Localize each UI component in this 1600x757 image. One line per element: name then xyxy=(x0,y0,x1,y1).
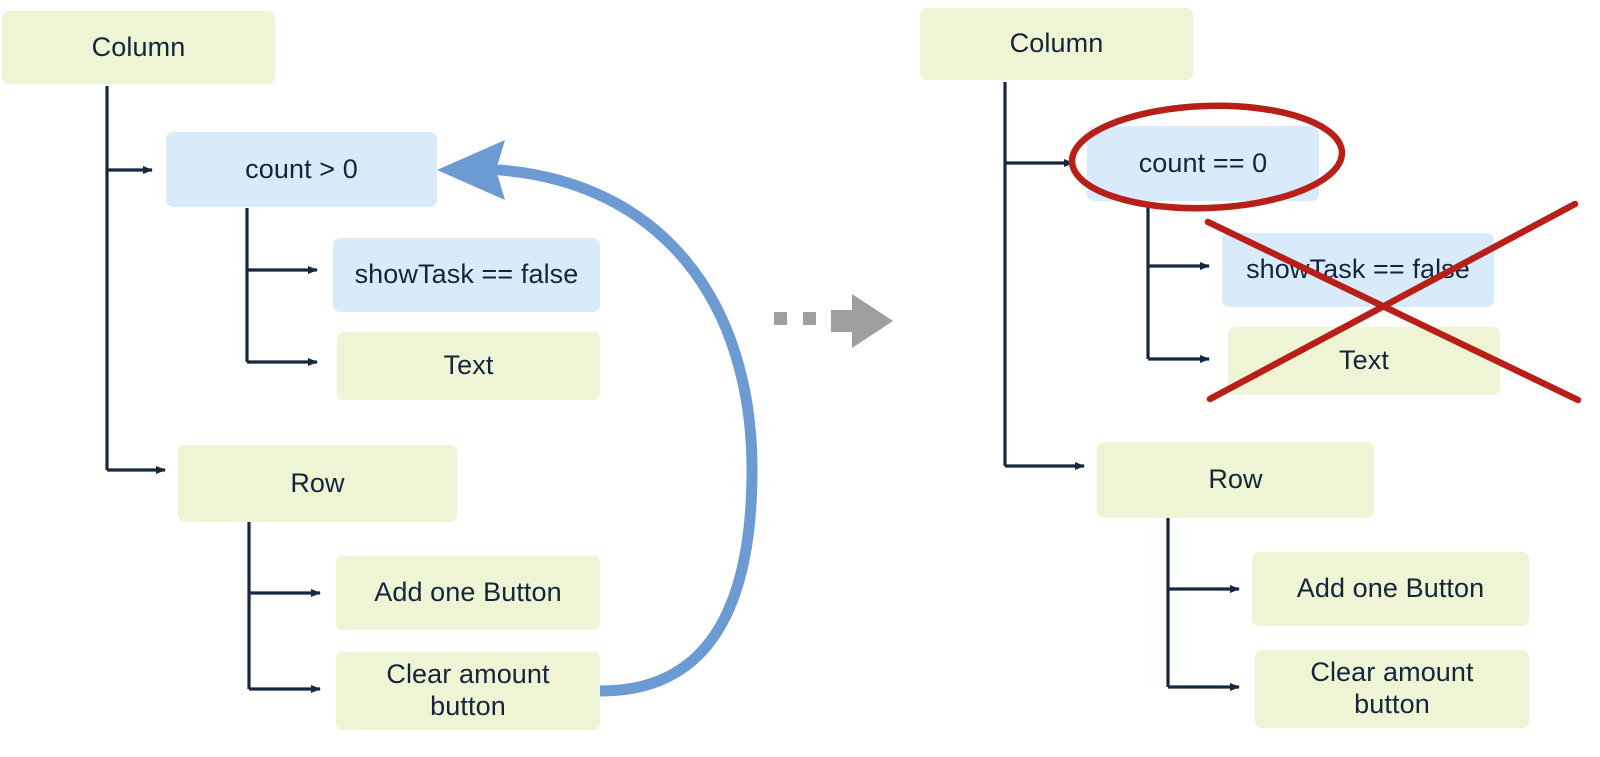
node-column[interactable]: Column xyxy=(920,8,1193,80)
node-clear-amount-button[interactable]: Clear amount button xyxy=(1255,650,1529,728)
node-label: Text xyxy=(443,350,494,381)
connector-column-children xyxy=(1003,82,1085,470)
node-label: Row xyxy=(290,467,345,498)
connector-row-children xyxy=(1166,518,1240,691)
node-text[interactable]: Text xyxy=(1228,327,1500,395)
node-label: Row xyxy=(1208,464,1263,495)
node-label: showTask == false xyxy=(1246,254,1470,285)
node-row[interactable]: Row xyxy=(178,445,457,522)
node-clear-amount-button[interactable]: Clear amount button xyxy=(336,652,600,730)
transition-dot xyxy=(774,312,787,325)
node-showtask-condition[interactable]: showTask == false xyxy=(333,238,600,312)
node-row[interactable]: Row xyxy=(1097,442,1374,518)
connector-column-children xyxy=(105,86,166,474)
node-label: showTask == false xyxy=(354,259,579,290)
node-label: count == 0 xyxy=(1138,147,1268,178)
connector-count-children xyxy=(1146,202,1210,363)
connector-count-children xyxy=(245,208,318,366)
node-showtask-condition[interactable]: showTask == false xyxy=(1222,233,1494,307)
node-label: count > 0 xyxy=(245,153,358,184)
node-text[interactable]: Text xyxy=(337,332,600,400)
node-label: Add one Button xyxy=(374,577,562,608)
node-label: Text xyxy=(1339,345,1389,376)
node-count-condition[interactable]: count > 0 xyxy=(166,132,437,207)
node-label: Add one Button xyxy=(1296,573,1485,604)
transition-dot xyxy=(803,312,816,325)
node-label: Clear amount button xyxy=(1310,657,1474,719)
connector-row-children xyxy=(247,522,321,693)
node-label: Clear amount button xyxy=(386,659,550,721)
node-add-one-button[interactable]: Add one Button xyxy=(1252,552,1529,626)
node-label: Column xyxy=(91,31,186,62)
node-label: Column xyxy=(1009,28,1104,59)
node-column[interactable]: Column xyxy=(2,11,275,84)
node-add-one-button[interactable]: Add one Button xyxy=(336,556,600,630)
transition-arrowhead xyxy=(831,294,893,348)
node-count-condition[interactable]: count == 0 xyxy=(1087,126,1319,201)
